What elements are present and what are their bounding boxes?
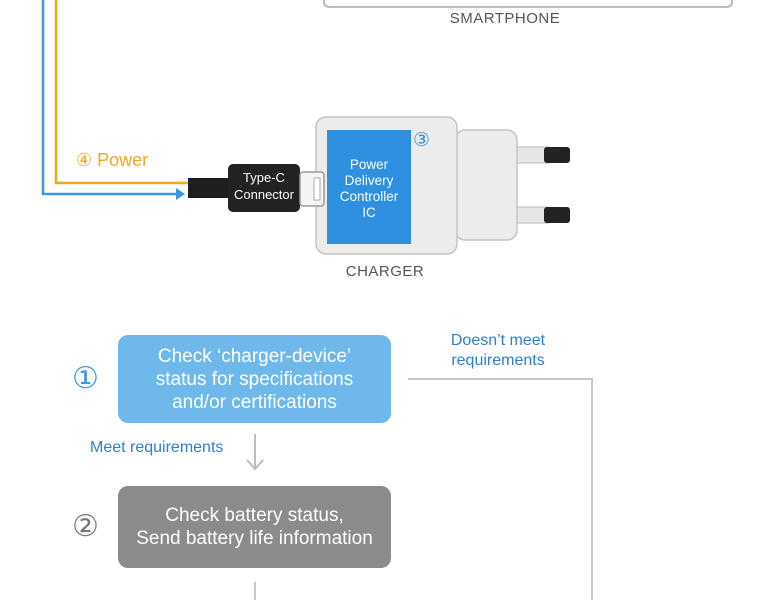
- data-line-arrow: [176, 188, 185, 200]
- typec-connector-label: Type-C Connector: [234, 170, 294, 202]
- step-1-box: Check ‘charger-device’ status for specif…: [118, 335, 391, 423]
- power-line: [54, 0, 195, 185]
- step-2-number: ②: [72, 510, 99, 543]
- pd-controller-ic: [327, 130, 411, 244]
- dont-meet-line: [408, 378, 593, 600]
- step-1-number: ①: [72, 362, 99, 395]
- step-3-number: ③: [413, 130, 431, 151]
- typec-connector: [228, 164, 300, 212]
- power-label: ④ Power: [76, 150, 149, 170]
- cable-plug: [188, 178, 230, 198]
- doesnt-meet-requirements-label: Doesn’t meet requirements: [450, 332, 546, 369]
- meet-requirements-label: Meet requirements: [90, 439, 224, 456]
- charger-label: CHARGER: [345, 263, 425, 280]
- meet-arrow: [246, 434, 264, 471]
- charger-neck: [454, 129, 518, 241]
- connector-slot: [313, 177, 321, 201]
- step-2-box: Check battery status, Send battery life …: [118, 486, 391, 568]
- smartphone-label: SMARTPHONE: [449, 10, 561, 27]
- pd-controller-label: Power Delivery Controller IC: [339, 157, 399, 220]
- data-line: [41, 0, 176, 196]
- smartphone-body-edge: [323, 0, 733, 8]
